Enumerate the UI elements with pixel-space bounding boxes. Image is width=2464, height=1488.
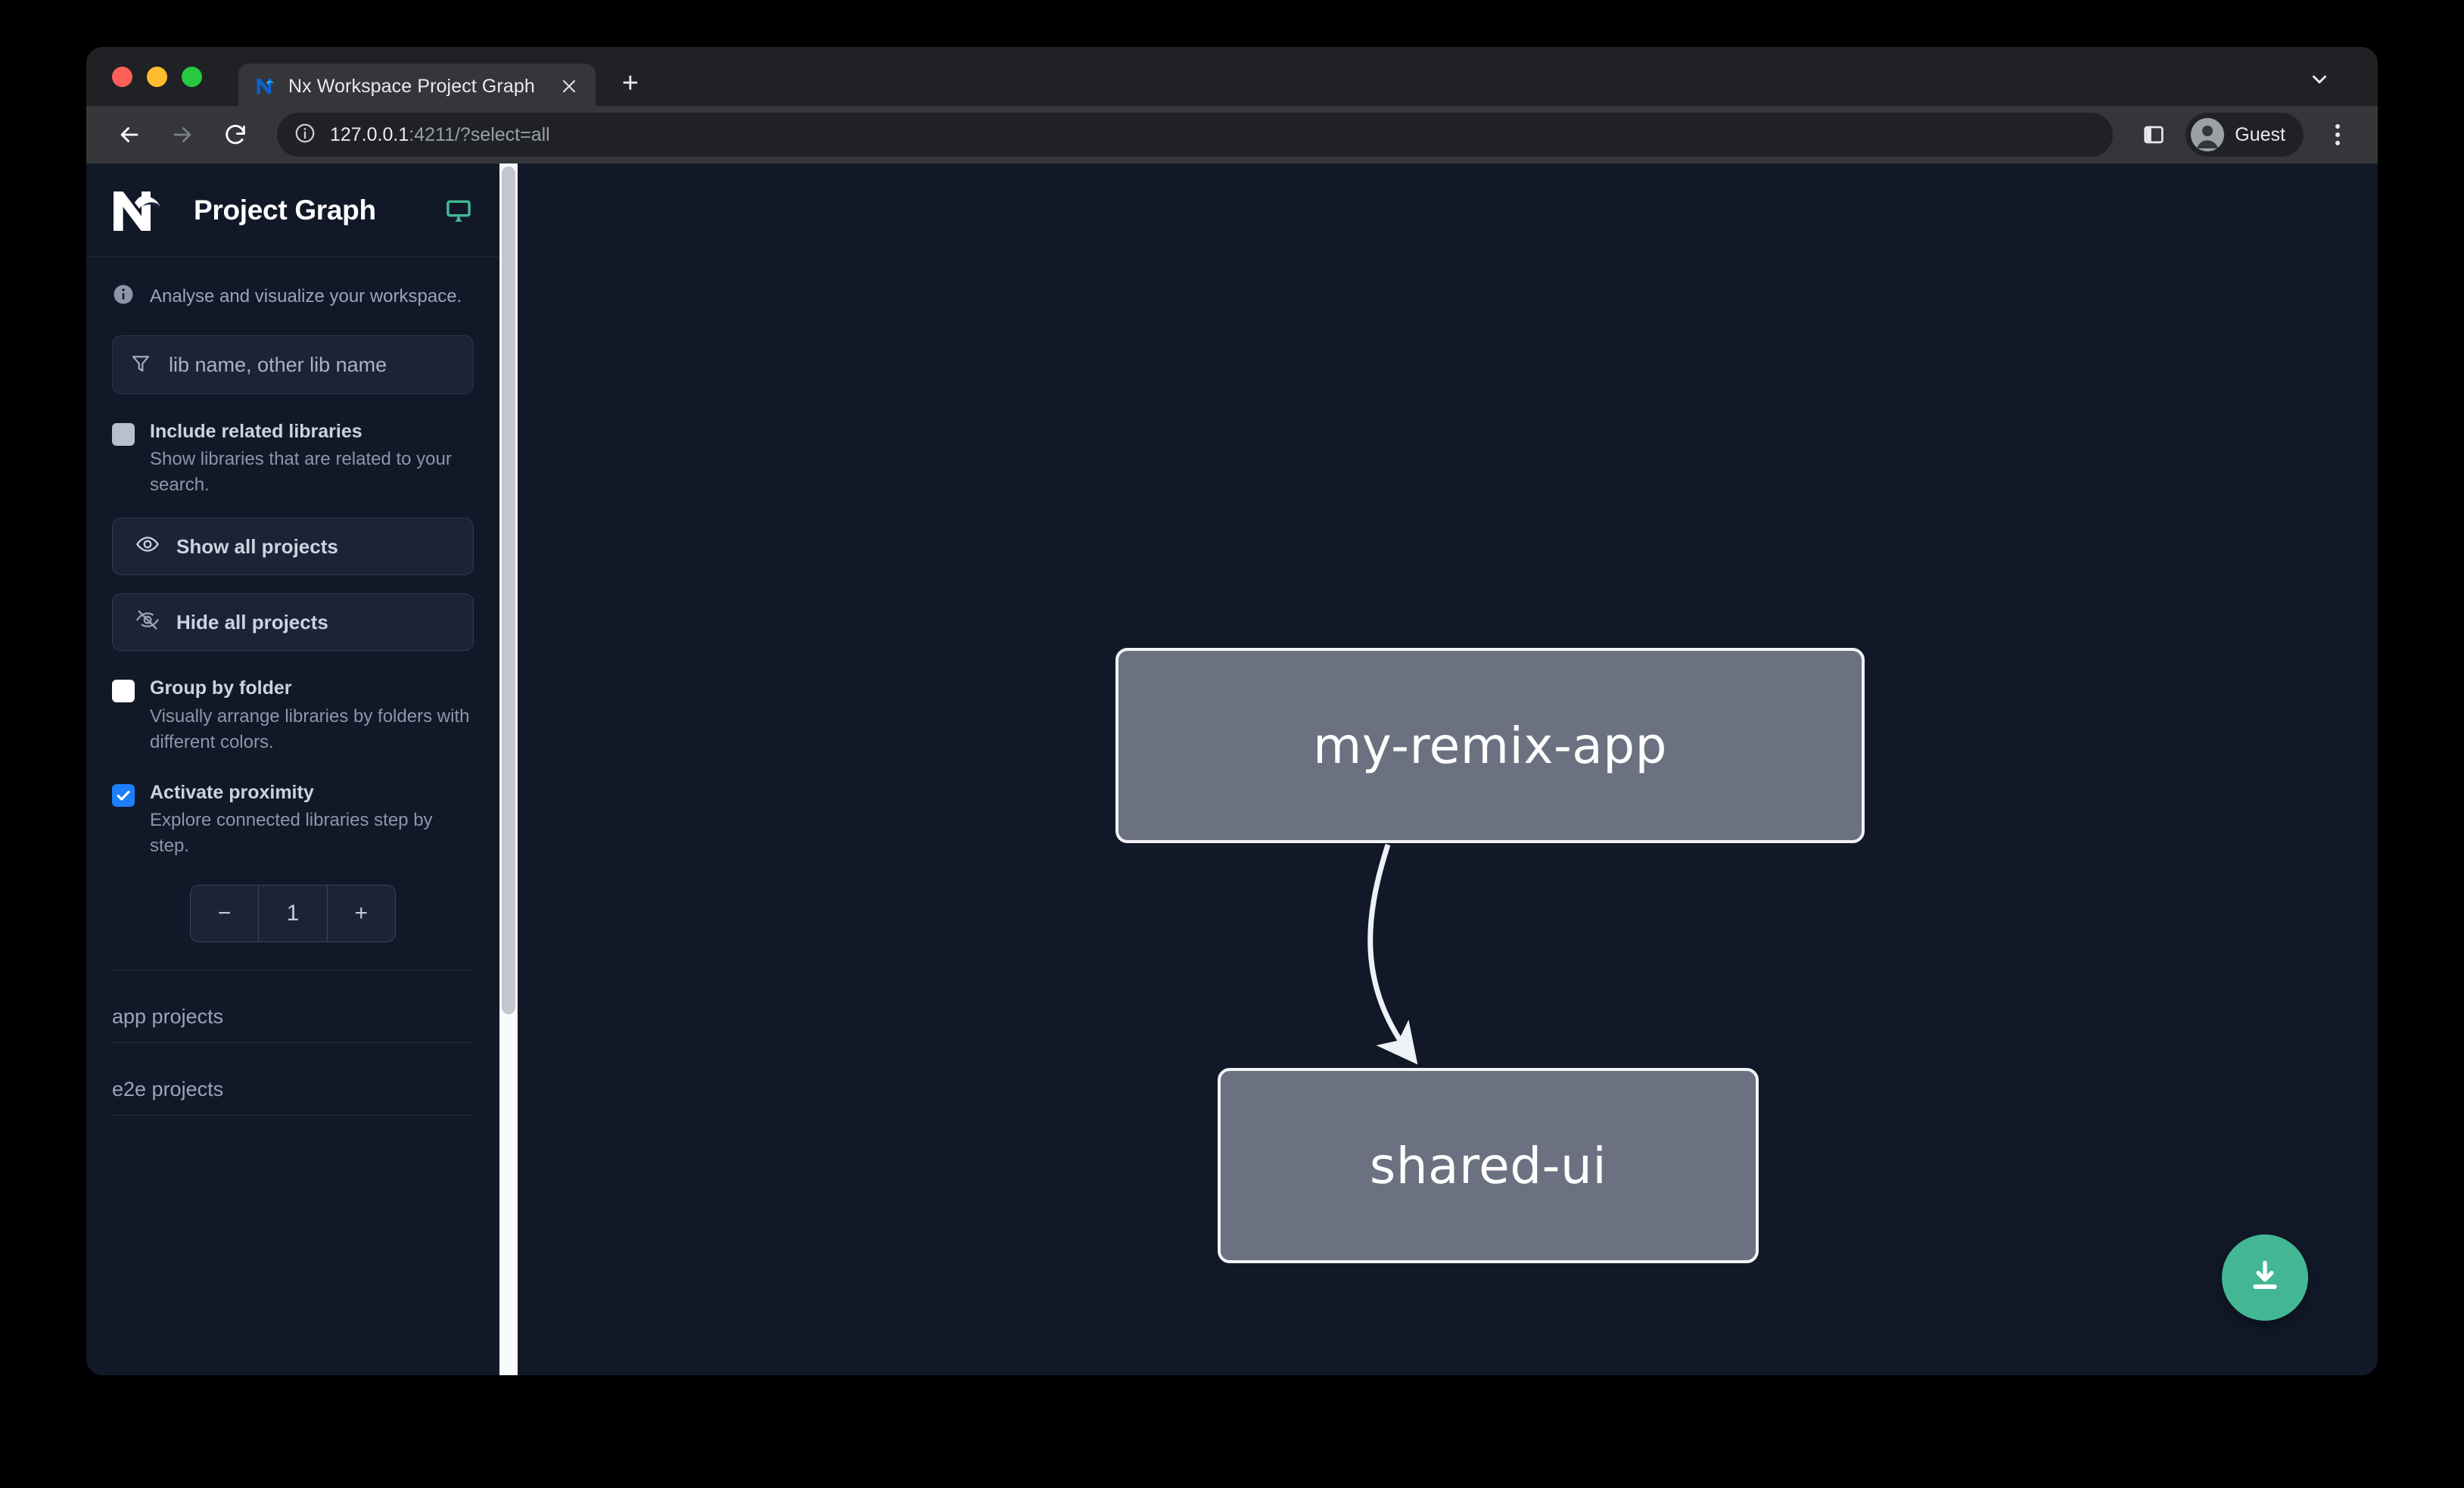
address-bar-host: 127.0.0.1 [330, 123, 409, 145]
kebab-menu-icon[interactable] [2317, 113, 2358, 157]
browser-toolbar: 127.0.0.1:4211/?select=all Guest [86, 106, 2378, 163]
option-description: Visually arrange libraries by folders wi… [150, 705, 470, 752]
hide-all-projects-button[interactable]: Hide all projects [112, 593, 474, 652]
option-include-related-libraries[interactable]: Include related libraries Show libraries… [112, 420, 474, 498]
graph-node-label: my-remix-app [1312, 716, 1668, 775]
page-title: Project Graph [194, 194, 376, 226]
include-related-libraries-checkbox[interactable] [112, 423, 135, 446]
show-all-projects-label: Show all projects [176, 534, 338, 558]
graph-edges [1367, 843, 1418, 1065]
account-avatar-icon [2191, 118, 2225, 151]
sidebar-controls: Include related libraries Show libraries… [86, 310, 499, 943]
proximity-value: 1 [258, 886, 326, 942]
sidebar-header: Project Graph [86, 163, 499, 257]
filter-funnel-icon [129, 352, 152, 378]
hide-all-projects-label: Hide all projects [176, 610, 328, 633]
sidebar-subtitle: Analyse and visualize your workspace. [150, 285, 462, 307]
option-title: Activate proximity [150, 781, 314, 803]
sidebar-subtitle-row: Analyse and visualize your workspace. [86, 257, 499, 310]
sidebar-scrollbar[interactable] [499, 163, 518, 1375]
graph-edge-my-remix-app-to-shared-ui [1367, 843, 1418, 1065]
graph-node-my-remix-app[interactable]: my-remix-app [1115, 648, 1865, 843]
project-graph-canvas[interactable]: my-remix-app shared-ui [518, 163, 2378, 1375]
minimize-window-button[interactable] [147, 66, 167, 87]
graph-node-label: shared-ui [1369, 1136, 1607, 1195]
browser-tab[interactable]: Nx Workspace Project Graph [238, 64, 596, 109]
group-by-folder-checkbox[interactable] [112, 680, 135, 703]
option-group-by-folder[interactable]: Group by folder Visually arrange librari… [112, 677, 474, 755]
activate-proximity-checkbox[interactable] [112, 783, 135, 807]
sidebar-section-e2e-projects[interactable]: e2e projects [112, 1043, 474, 1116]
chevron-down-icon[interactable] [2304, 64, 2335, 95]
forward-arrow-icon[interactable] [159, 111, 206, 158]
eye-icon [135, 532, 160, 562]
nx-favicon-icon [255, 75, 278, 98]
side-panel-icon[interactable] [2133, 114, 2175, 156]
download-button[interactable] [2222, 1234, 2308, 1321]
page-content: Project Graph [86, 163, 2378, 1375]
section-label: e2e projects [112, 1078, 224, 1101]
show-all-projects-button[interactable]: Show all projects [112, 518, 474, 576]
sidebar-body: Analyse and visualize your workspace. [86, 257, 499, 1375]
option-description: Explore connected libraries step by step… [150, 810, 433, 857]
profile-chip[interactable]: Guest [2186, 113, 2304, 157]
sidebar: Project Graph [86, 163, 499, 1375]
reload-icon[interactable] [212, 111, 259, 158]
sidebar-section-app-projects[interactable]: app projects [112, 970, 474, 1044]
project-sections: app projects e2e projects [86, 970, 499, 1375]
close-icon[interactable] [556, 73, 582, 99]
proximity-stepper: − 1 + [190, 885, 396, 943]
download-icon [2244, 1255, 2286, 1301]
tab-title: Nx Workspace Project Graph [288, 75, 535, 97]
menu-dot [2335, 132, 2340, 137]
proximity-increment-button[interactable]: + [326, 886, 395, 942]
back-arrow-icon[interactable] [106, 111, 153, 158]
address-bar-path: :4211/?select=all [409, 123, 550, 145]
option-activate-proximity[interactable]: Activate proximity Explore connected lib… [112, 781, 474, 859]
menu-dot [2335, 141, 2340, 145]
menu-dot [2335, 124, 2340, 129]
address-bar-url: 127.0.0.1:4211/?select=all [330, 124, 550, 146]
monitor-icon[interactable] [443, 195, 474, 226]
eye-off-icon [135, 608, 160, 637]
section-label: app projects [112, 1005, 224, 1029]
tab-strip: Nx Workspace Project Graph + [86, 47, 2378, 109]
proximity-decrement-button[interactable]: − [217, 901, 232, 926]
sidebar-scrollbar-thumb[interactable] [502, 167, 515, 1014]
maximize-window-button[interactable] [182, 66, 202, 87]
info-circle-icon[interactable] [294, 122, 316, 148]
option-title: Group by folder [150, 677, 292, 699]
option-description: Show libraries that are related to your … [150, 449, 452, 496]
option-title: Include related libraries [150, 421, 362, 442]
search-input[interactable] [169, 353, 456, 377]
address-bar[interactable]: 127.0.0.1:4211/?select=all [277, 113, 2114, 157]
graph-node-shared-ui[interactable]: shared-ui [1218, 1068, 1759, 1263]
nx-logo-icon [112, 188, 171, 232]
search-box[interactable] [112, 335, 474, 394]
window-traffic-lights [112, 47, 202, 106]
profile-label: Guest [2235, 123, 2285, 145]
close-window-button[interactable] [112, 66, 132, 87]
new-tab-button[interactable]: + [621, 67, 639, 99]
browser-window: Nx Workspace Project Graph + [86, 47, 2378, 1375]
info-circle-icon [112, 283, 135, 310]
